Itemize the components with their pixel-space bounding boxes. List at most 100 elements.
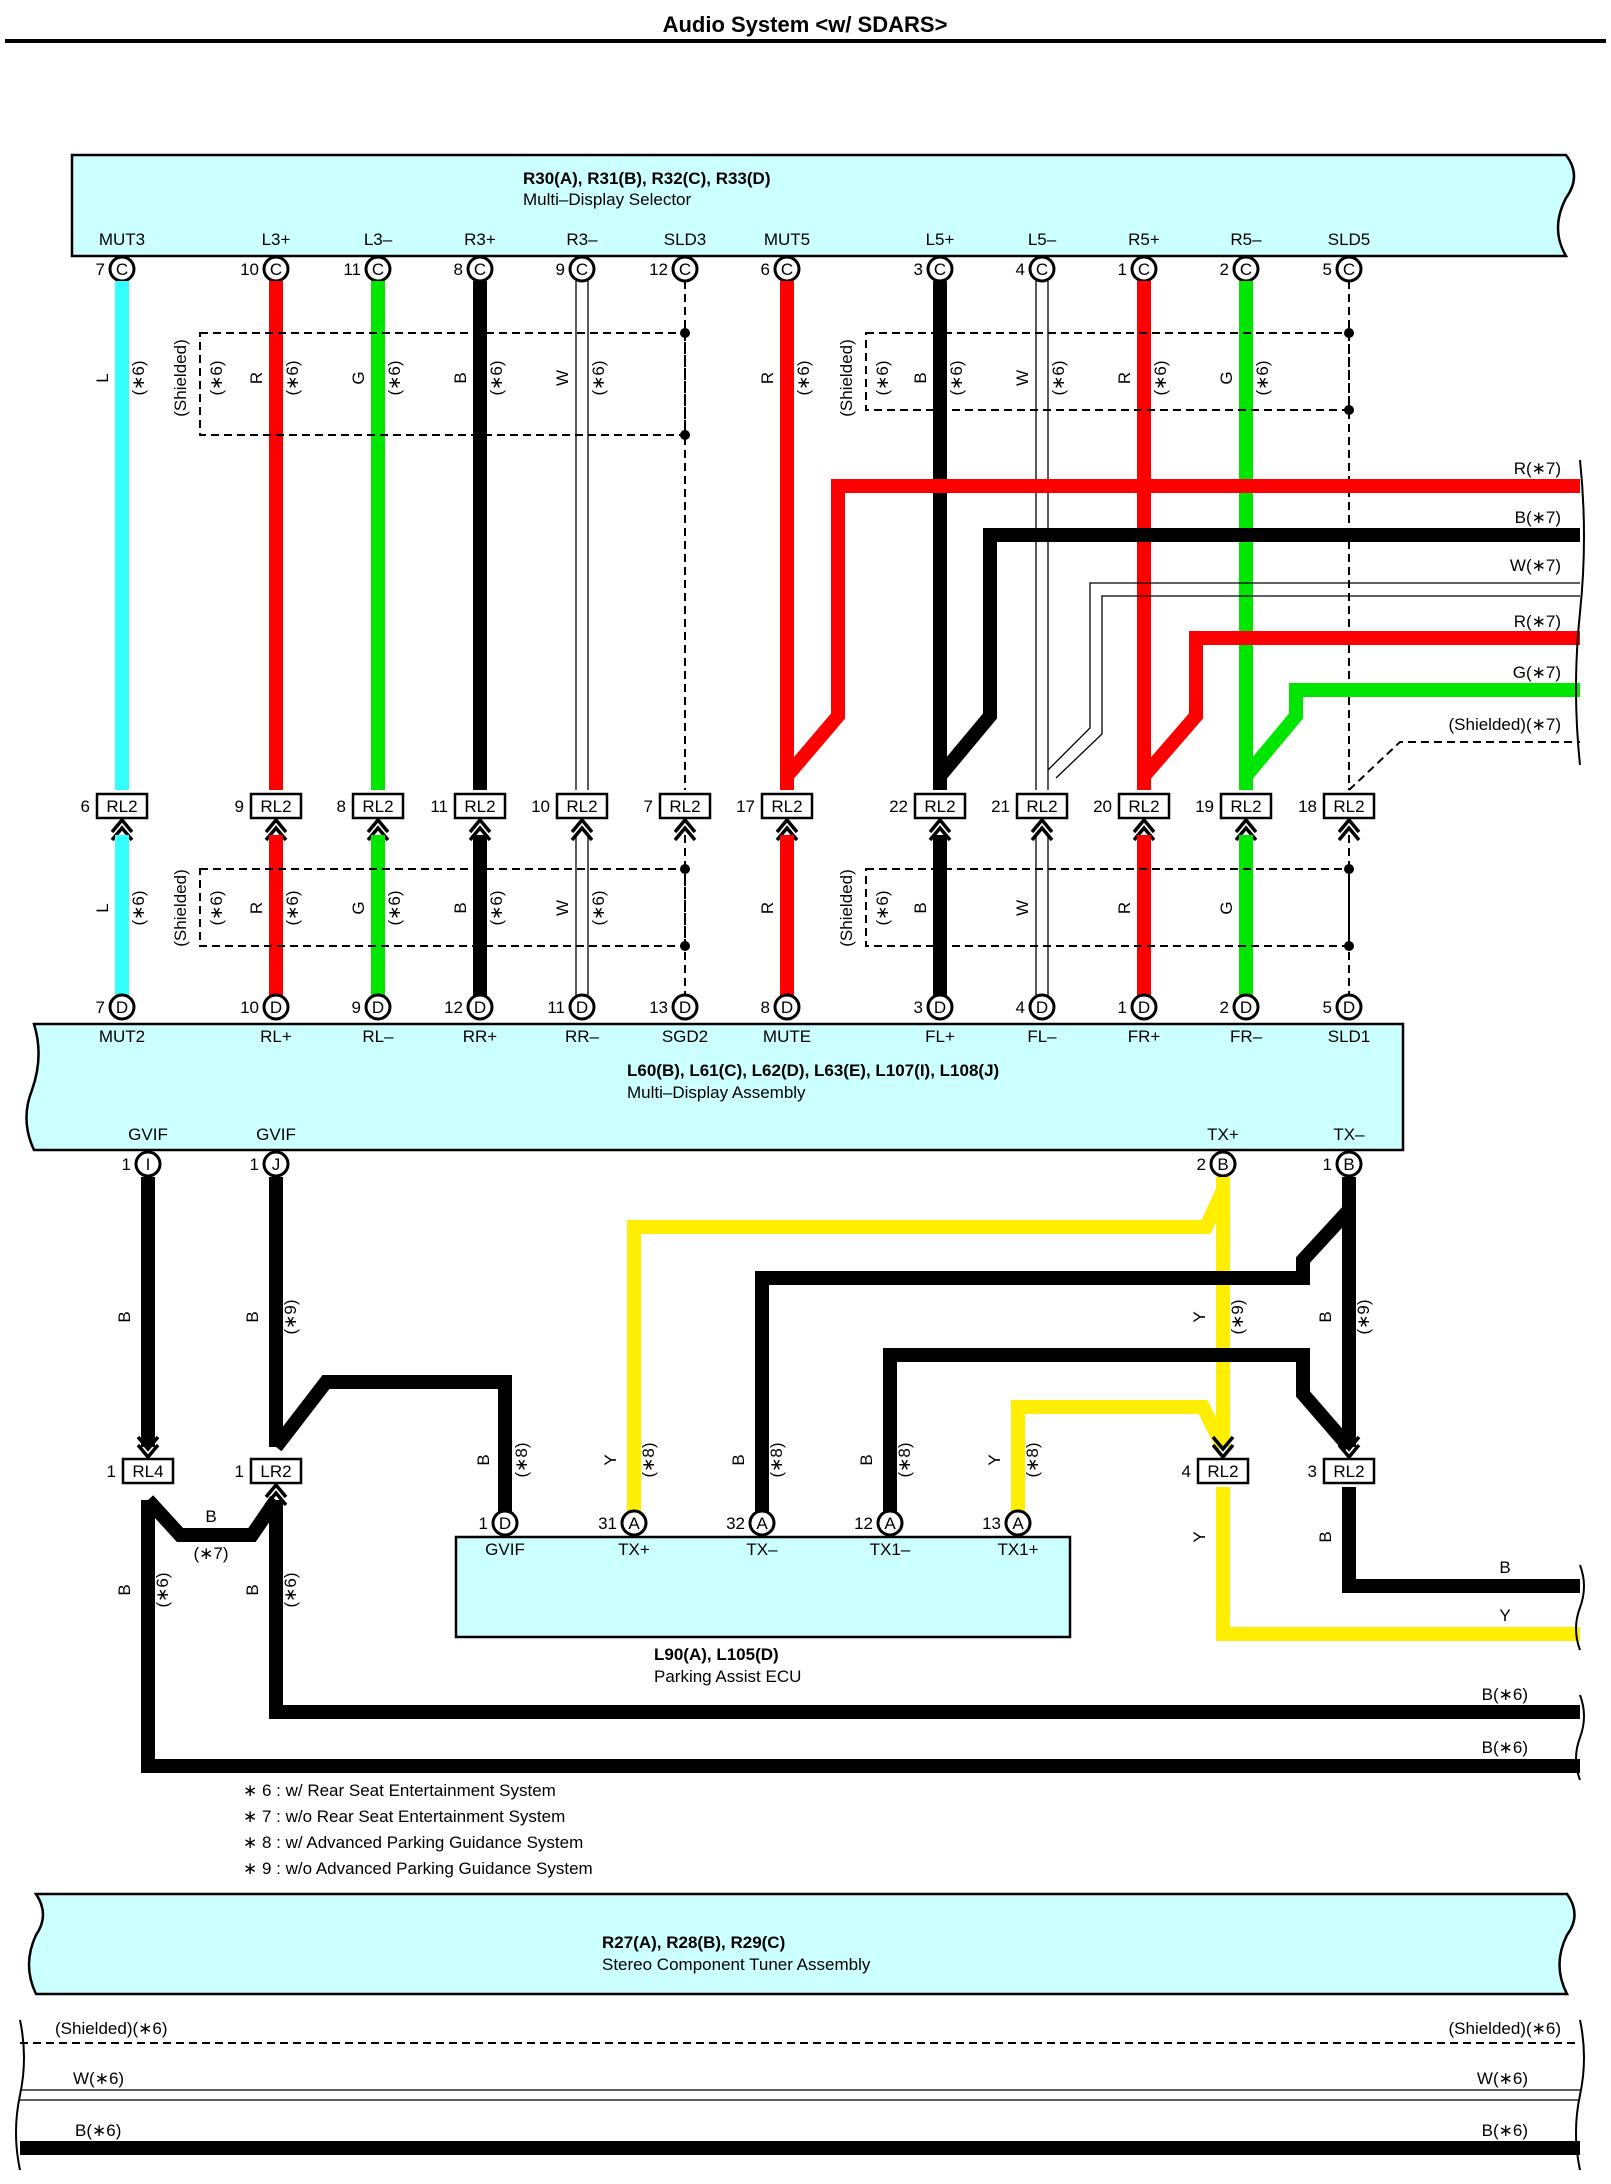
relay-name: RL2 — [1333, 1462, 1364, 1481]
lower-wire-label: (∗8) — [512, 1442, 531, 1477]
wire-color-label: R — [247, 372, 266, 384]
ecu-letter: D — [499, 1514, 511, 1533]
multi-display-assembly-box — [25, 1022, 1405, 1152]
branch-wire-label: B(∗7) — [1515, 508, 1561, 527]
upper-wires — [115, 281, 1350, 790]
wire-note-label: (∗6) — [487, 890, 506, 925]
relay-connector — [453, 792, 507, 820]
wire-note-label: (∗6) — [794, 360, 813, 395]
relay-number: 19 — [1195, 797, 1214, 816]
ecu-pin — [876, 1509, 904, 1537]
assembly-top-letter: D — [1036, 998, 1048, 1017]
relay-number: 4 — [1182, 1462, 1191, 1481]
tuner-wire-w-left: W(∗6) — [73, 2069, 124, 2088]
note-6: ∗ 6 : w/ Rear Seat Entertainment System — [243, 1781, 556, 1800]
assembly-bottom-letter: I — [146, 1155, 151, 1174]
assembly-top-letter: D — [781, 998, 793, 1017]
selector-pin — [1028, 255, 1056, 283]
relay-arrow-icon — [264, 1482, 288, 1507]
selector-terminal: MUT5 — [764, 230, 810, 249]
selector-pin — [568, 255, 596, 283]
lower-wire-label: (∗6) — [281, 1572, 300, 1607]
wire-note-label: (∗6) — [385, 890, 404, 925]
assembly-bottom-pin — [262, 1150, 290, 1178]
assembly-terminal: FL+ — [925, 1027, 955, 1046]
relay-name: RL2 — [362, 797, 393, 816]
relay-connector — [555, 792, 609, 820]
assembly-bottom-letter: J — [272, 1155, 281, 1174]
ecu-pin-number: 32 — [726, 1514, 745, 1533]
shielded-note: (∗6) — [207, 360, 226, 395]
assembly-name: Multi–Display Assembly — [627, 1083, 806, 1102]
lower-wire-label: B — [474, 1454, 493, 1465]
lower-wire-label: B — [115, 1311, 134, 1322]
branch-wire-label: W(∗7) — [1510, 556, 1561, 575]
page-title: Audio System <w/ SDARS> — [663, 12, 948, 37]
shielded-note: (∗6) — [207, 890, 226, 925]
ecu-pin — [748, 1509, 776, 1537]
ecu-terminal: TX– — [746, 1540, 778, 1559]
lower-wire-label: Y — [985, 1454, 1004, 1465]
relay-number: 6 — [81, 797, 90, 816]
assembly-bottom-letter: B — [1343, 1155, 1354, 1174]
assembly-bottom-pin-number: 1 — [122, 1155, 131, 1174]
tuner-wire-shield-right: (Shielded)(∗6) — [1448, 2019, 1561, 2038]
assembly-terminal: SGD2 — [662, 1027, 708, 1046]
lower-wire-label: (∗8) — [1023, 1442, 1042, 1477]
selector-pin-number: 10 — [240, 260, 259, 279]
assembly-pin-number: 13 — [649, 998, 668, 1017]
wire-color-label: W — [553, 900, 572, 916]
lower-wire-label: (∗9) — [1354, 1299, 1373, 1334]
tuner-wire-shield-left: (Shielded)(∗6) — [55, 2019, 168, 2038]
assembly-top-pin — [568, 993, 596, 1021]
ecu-pin-number: 31 — [598, 1514, 617, 1533]
branch-wire-label: G(∗7) — [1513, 663, 1561, 682]
selector-pin-number: 3 — [914, 260, 923, 279]
selector-terminal: L5– — [1028, 230, 1057, 249]
assembly-pin-number: 1 — [1118, 998, 1127, 1017]
assembly-terminal: RR– — [565, 1027, 600, 1046]
relay-number: 9 — [235, 797, 244, 816]
assembly-terminal: SLD1 — [1328, 1027, 1371, 1046]
relay-arrow-icon — [1030, 817, 1054, 842]
assembly-pin-number: 5 — [1323, 998, 1332, 1017]
selector-letter: C — [116, 260, 128, 279]
relay-arrow-icon — [570, 817, 594, 842]
selector-pin-number: 11 — [343, 260, 361, 279]
assembly-top-pin — [364, 993, 392, 1021]
assembly-pin-number: 9 — [352, 998, 361, 1017]
lower-wire-label: B — [1316, 1531, 1335, 1542]
ecu-letter: A — [884, 1514, 896, 1533]
tuner-wire-b-right: B(∗6) — [1482, 2121, 1528, 2140]
wire-color-label: L — [93, 903, 112, 912]
assembly-bottom-pin — [1209, 1150, 1237, 1178]
shielded-note: (∗6) — [873, 360, 892, 395]
branch-wire-label: R(∗7) — [1514, 459, 1561, 478]
wire-color-label: G — [1217, 371, 1236, 384]
shielded-note: (∗6) — [873, 890, 892, 925]
upper-shield-left — [199, 332, 686, 436]
selector-pin-number: 7 — [96, 260, 105, 279]
branch-wires — [780, 479, 1580, 791]
lower-wire-label: (∗6) — [153, 1572, 172, 1607]
assembly-top-letter: D — [1138, 998, 1150, 1017]
shielded-label: (Shielded) — [837, 869, 856, 947]
wire-note-label: (∗6) — [385, 360, 404, 395]
note-9: ∗ 9 : w/o Advanced Parking Guidance Syst… — [243, 1859, 593, 1878]
ecu-pin — [1004, 1509, 1032, 1537]
note-7: ∗ 7 : w/o Rear Seat Entertainment System — [243, 1807, 565, 1826]
ecu-codes: L90(A), L105(D) — [654, 1645, 779, 1664]
assembly-top-letter: D — [1343, 998, 1355, 1017]
shielded-label: (Shielded) — [171, 869, 190, 947]
selector-pin-number: 12 — [649, 260, 668, 279]
lower-wires — [115, 835, 1350, 1007]
wire-color-label: R — [1115, 372, 1134, 384]
relay-name: RL2 — [924, 797, 955, 816]
wire-color-label: G — [1217, 901, 1236, 914]
selector-terminal: R3– — [566, 230, 598, 249]
assembly-top-letter: D — [679, 998, 691, 1017]
relay-number: 10 — [531, 797, 550, 816]
